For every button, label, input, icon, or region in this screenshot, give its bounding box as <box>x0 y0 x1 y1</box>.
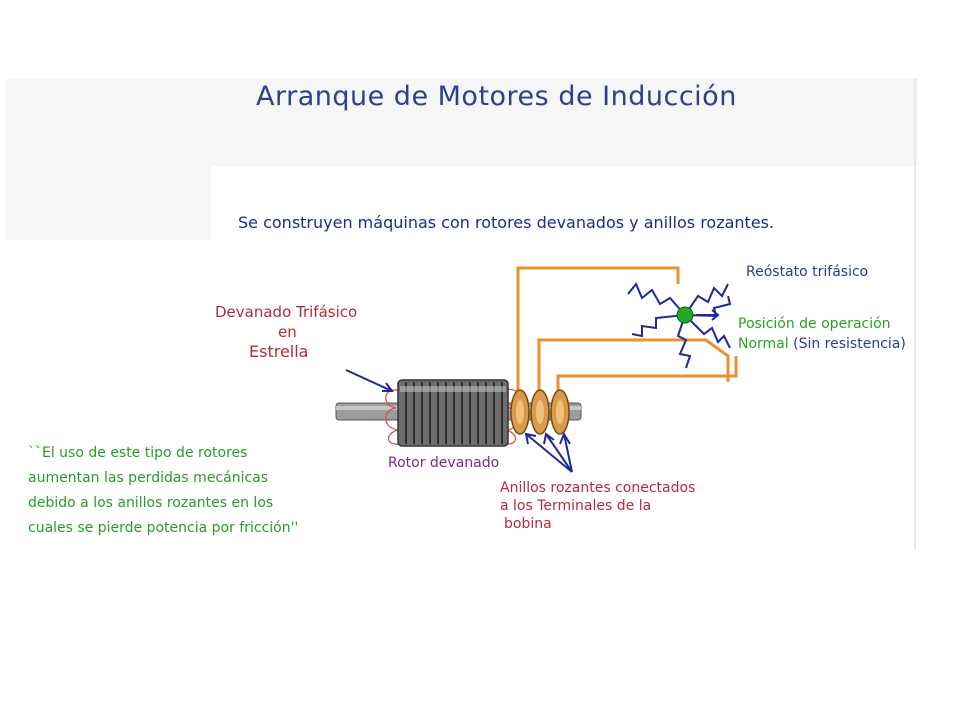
slide-right-edge <box>914 78 916 550</box>
slide-header-band <box>6 78 918 166</box>
wires <box>516 266 738 411</box>
arrow-ring-1 <box>524 432 573 473</box>
rheostat-arm-bottom <box>676 314 692 369</box>
rheostat-arrow <box>696 309 720 321</box>
slip-ring-centers <box>516 400 564 424</box>
label-rotor-devanado: Rotor devanado <box>388 455 500 471</box>
motor-diagram <box>335 266 738 473</box>
rheostat <box>627 282 732 369</box>
end-winding-left <box>385 389 401 445</box>
slide: Arranque de Motores de Inducción Se cons… <box>6 78 918 550</box>
arrow-ring-3 <box>559 431 573 473</box>
label-posicion-line2: Normal (Sin resistencia) <box>738 336 906 352</box>
quote-line-2: aumentan las perdidas mecánicas <box>28 470 269 486</box>
arrow-ring-2 <box>543 432 573 473</box>
quote-line-1: ``El uso de este tipo de rotores <box>28 445 248 461</box>
label-posicion-sin-resistencia: (Sin resistencia) <box>793 336 906 352</box>
quote-line-3: debido a los anillos rozantes en los <box>28 495 274 511</box>
annotation-arrows <box>345 369 573 473</box>
rheostat-neutral-dot <box>676 306 694 324</box>
label-anillos-line2: a los Terminales de la <box>500 498 652 514</box>
label-devanado-line3: Estrella <box>249 342 309 361</box>
rotor-shine <box>400 386 506 392</box>
slide-subtitle: Se construyen máquinas con rotores devan… <box>238 213 775 232</box>
label-posicion-normal: Normal <box>738 336 789 352</box>
rheostat-arm-bottom-right <box>684 314 731 349</box>
rotor-slots <box>405 382 503 444</box>
wire-2 <box>537 338 730 411</box>
slide-title: Arranque de Motores de Inducción <box>256 81 737 112</box>
rheostat-arm-left <box>631 314 686 338</box>
rheostat-arm-top-right <box>684 283 729 316</box>
label-reostato: Reóstato trifásico <box>746 264 869 280</box>
label-posicion-line1: Posición de operación <box>738 316 891 332</box>
wire-1 <box>516 266 680 411</box>
quote-line-4: cuales se pierde potencia por fricción'' <box>28 520 299 536</box>
label-devanado-line2: en <box>278 323 297 341</box>
wire-3 <box>556 356 738 411</box>
label-anillos-line3: bobina <box>504 516 552 532</box>
label-anillos-line1: Anillos rozantes conectados <box>500 480 696 496</box>
slide-left-band <box>6 166 211 240</box>
arrow-devanado <box>345 369 394 392</box>
label-devanado-line1: Devanado Trifásico <box>215 303 358 321</box>
rheostat-arm-top-left <box>627 282 686 316</box>
